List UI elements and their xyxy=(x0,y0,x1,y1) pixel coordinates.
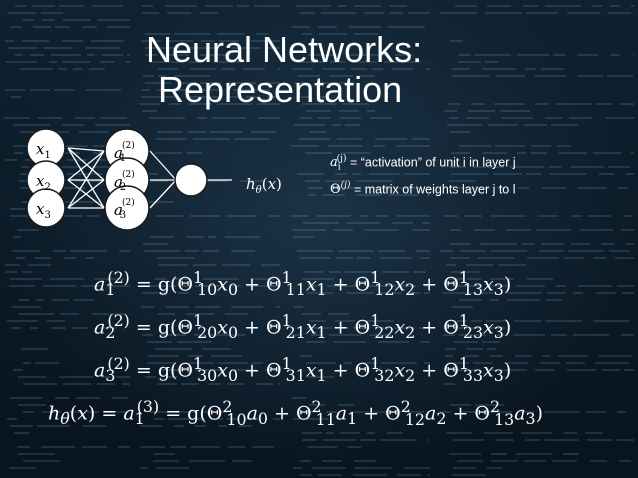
output-label: hθ(x) xyxy=(246,175,282,196)
title-line-2: Representation xyxy=(158,69,403,110)
hidden-output-connections xyxy=(149,150,232,209)
legend-weights: Θ(j) = matrix of weights layer j to l xyxy=(330,177,630,199)
equations: a1(2) = g(Θ110x0 + Θ111x1 + Θ112x2 + Θ11… xyxy=(42,262,632,435)
equation-2: a2(2) = g(Θ120x0 + Θ121x1 + Θ122x2 + Θ12… xyxy=(94,311,512,343)
equation-4: hθ(x) = a1(3) = g(Θ210a0 + Θ211a1 + Θ212… xyxy=(48,397,544,429)
input-layer: x1 x2 x3 xyxy=(26,128,66,228)
input-node-3 xyxy=(26,188,66,228)
weights-text: = matrix of weights layer j to l xyxy=(353,182,516,197)
legend-activation: ai(j) = “activation” of unit i in layer … xyxy=(330,150,630,177)
output-node xyxy=(174,163,208,197)
equation-1: a1(2) = g(Θ110x0 + Θ111x1 + Θ112x2 + Θ11… xyxy=(94,268,512,300)
title-line-1: Neural Networks: xyxy=(146,29,423,70)
weights-symbol: Θ(j) xyxy=(330,180,351,198)
slide-title: Neural Networks: Representation xyxy=(146,30,446,110)
input-hidden-connections xyxy=(67,147,105,209)
hidden-layer: a(2)1 a(2)2 a(2)3 xyxy=(104,128,150,231)
output-layer: hθ(x) xyxy=(174,163,282,197)
hidden-node-3 xyxy=(104,185,150,231)
activation-text: = “activation” of unit i in layer j xyxy=(349,155,516,170)
equation-3: a3(2) = g(Θ130x0 + Θ131x1 + Θ132x2 + Θ13… xyxy=(94,354,512,386)
activation-symbol: ai(j) xyxy=(330,154,347,173)
legend: ai(j) = “activation” of unit i in layer … xyxy=(330,150,630,199)
